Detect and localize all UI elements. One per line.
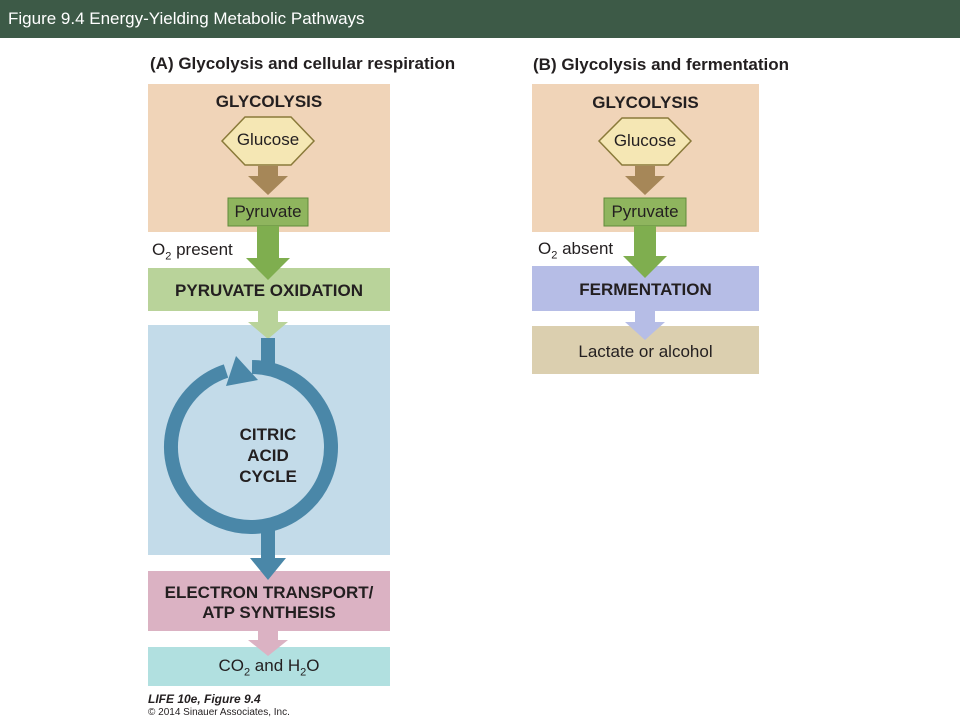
panel-b-green-arrow <box>623 226 667 278</box>
panel-a-title: (A) Glycolysis and cellular respiration <box>150 54 456 73</box>
slide-title-bar: Figure 9.4 Energy-Yielding Metabolic Pat… <box>0 0 960 38</box>
panel-b-condition: O2 absent <box>538 239 614 262</box>
panel-a-product-label: CO2 and H2O <box>218 656 320 679</box>
panel-b-glucose-hexagon <box>597 117 693 166</box>
citric-line-1: CITRIC <box>239 425 297 444</box>
credit-book: LIFE 10e, Figure 9.4 <box>148 692 261 706</box>
etc-line-2: ATP SYNTHESIS <box>202 603 336 622</box>
panel-a-brown-arrow <box>248 166 288 195</box>
panel-a-pyruvate-oxidation-heading: PYRUVATE OXIDATION <box>175 281 363 300</box>
panel-b-pyruvate-box <box>603 197 687 227</box>
panel-b-lactate-label: Lactate or alcohol <box>578 342 713 361</box>
slide-title: Figure 9.4 Energy-Yielding Metabolic Pat… <box>8 9 365 28</box>
panel-a-light-green-arrow <box>248 311 288 339</box>
panel-a-electron-transport-heading: ELECTRON TRANSPORT/ ATP SYNTHESIS <box>148 583 390 623</box>
panel-a-pink-arrow <box>248 631 288 656</box>
panel-b-brown-arrow <box>625 166 665 195</box>
etc-line-1: ELECTRON TRANSPORT/ <box>164 583 374 602</box>
citric-line-2: ACID <box>247 446 289 465</box>
panel-a-glucose-hexagon <box>220 116 316 166</box>
panel-b-pyruvate-label: Pyruvate <box>611 202 679 221</box>
citric-line-3: CYCLE <box>239 467 297 486</box>
panel-b-blue-arrow <box>625 311 665 340</box>
panel-b-glycolysis-heading: GLYCOLYSIS <box>592 93 699 112</box>
panel-a-condition: O2 present <box>152 240 233 263</box>
credit-copyright: © 2014 Sinauer Associates, Inc. <box>148 707 290 718</box>
panel-b-fermentation-heading: FERMENTATION <box>579 280 712 299</box>
panel-a-pyruvate-label: Pyruvate <box>234 202 302 221</box>
panel-a-cycle-ring <box>164 360 338 534</box>
panel-a-electron-transport-box <box>148 571 390 631</box>
panel-a-green-arrow <box>246 226 290 280</box>
panel-a-cycle-exit-arrowhead <box>250 558 286 580</box>
panel-b-title: (B) Glycolysis and fermentation <box>533 55 789 74</box>
panel-a-glucose-label: Glucose <box>236 130 300 149</box>
panel-a-citric-acid-cycle: CITRIC ACID CYCLE <box>218 424 318 487</box>
panel-a-glycolysis-heading: GLYCOLYSIS <box>215 92 323 111</box>
panel-b-glucose-label: Glucose <box>613 131 677 150</box>
panel-a-cycle-arrowhead <box>226 356 258 386</box>
